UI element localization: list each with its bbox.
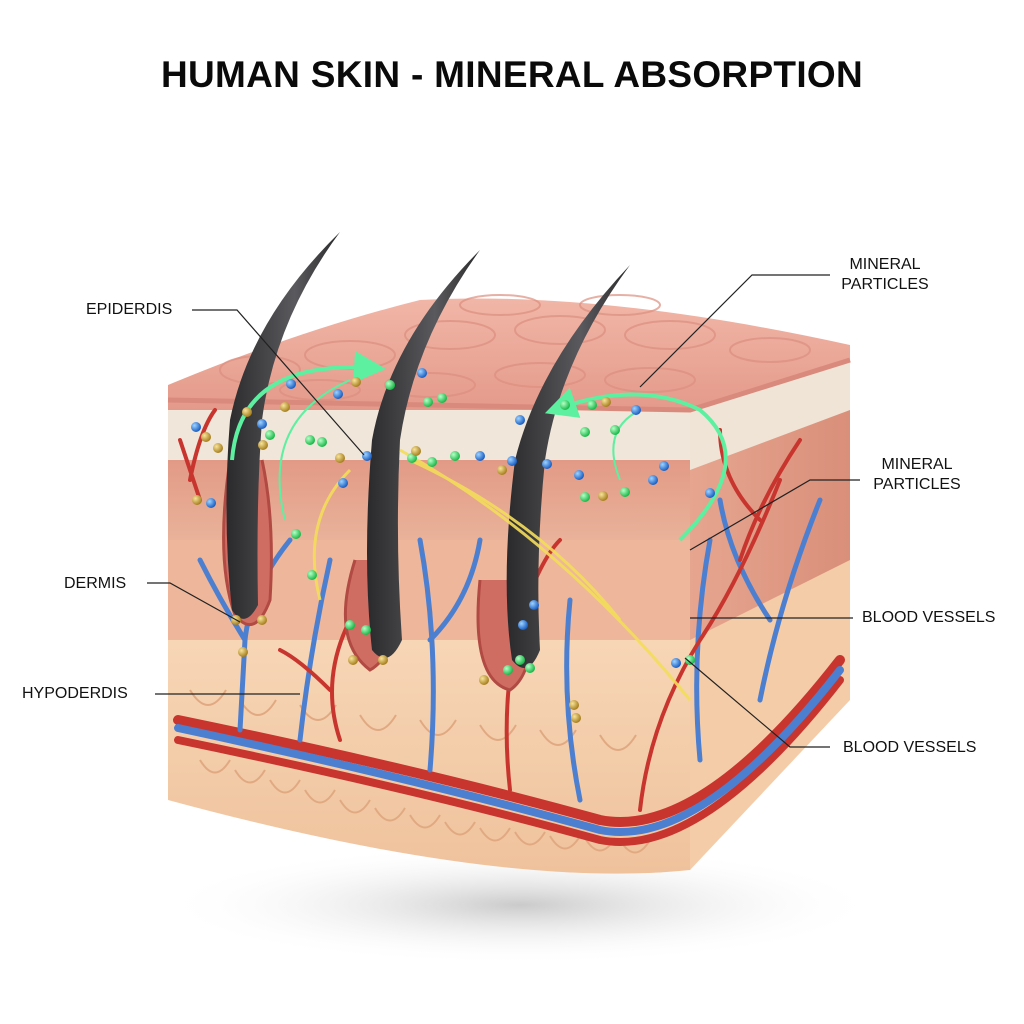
- label-mineral-particles-top: MINERAL PARTICLES: [830, 255, 940, 295]
- label-line: MINERAL: [849, 256, 921, 273]
- label-line: MINERAL: [881, 456, 953, 473]
- label-mineral-particles-mid: MINERAL PARTICLES: [862, 455, 972, 495]
- leader-epidermis: [192, 309, 365, 456]
- label-blood-vessels-2: BLOOD VESSELS: [843, 739, 977, 756]
- diagram-title: HUMAN SKIN - MINERAL ABSORPTION: [160, 54, 864, 95]
- label-dermis: DERMIS: [64, 575, 127, 592]
- mineral-flow-arrows: [230, 351, 728, 542]
- mineral-particles: [191, 368, 715, 723]
- label-line: PARTICLES: [873, 476, 961, 493]
- leader-lines: [147, 274, 860, 748]
- hairs: [226, 232, 630, 668]
- ground-shadow: [160, 845, 880, 965]
- label-line: PARTICLES: [841, 276, 929, 293]
- fat-cells: [189, 689, 651, 854]
- label-epidermis: EPIDERDIS: [86, 301, 173, 318]
- label-blood-vessels-1: BLOOD VESSELS: [862, 609, 996, 626]
- leader-dermis: [147, 582, 241, 623]
- epidermis-top-surface: [167, 294, 851, 413]
- leader-blood-2: [684, 657, 830, 748]
- leader-mineral-top: [639, 274, 830, 388]
- label-hypodermis: HYPODERDIS: [22, 685, 128, 702]
- leader-mineral-mid: [689, 479, 860, 551]
